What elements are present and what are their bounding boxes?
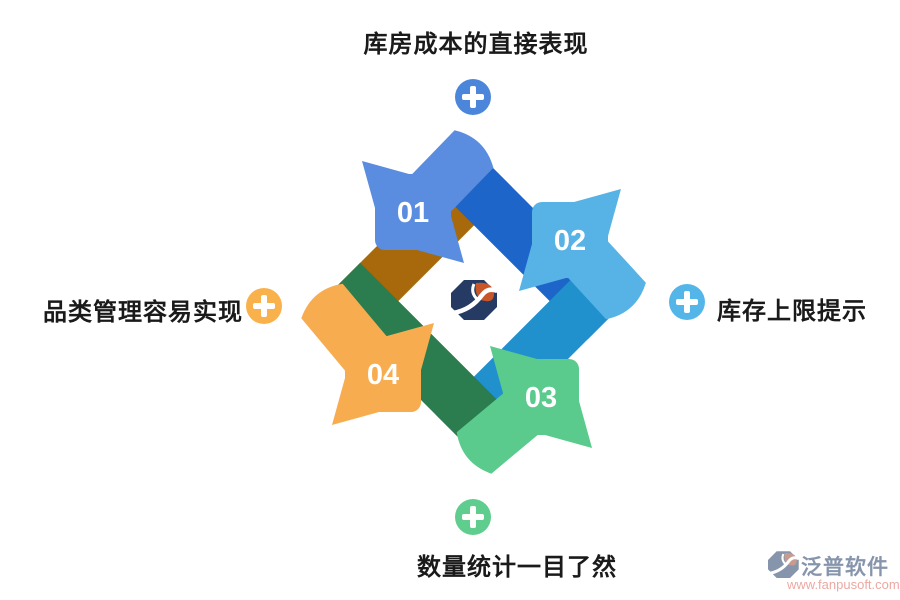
step-panel-04 <box>345 336 421 412</box>
step-panel-02 <box>532 202 608 278</box>
cycle-arrows-diagram: 01 02 03 04 <box>301 130 646 474</box>
arrow-head-03 <box>490 346 592 448</box>
plus-icon-bottom <box>455 499 491 535</box>
step-panel-03 <box>503 359 579 435</box>
feature-label-right: 库存上限提示 <box>717 298 867 325</box>
watermark-swoosh <box>769 556 800 575</box>
feature-label-bottom: 数量统计一目了然 <box>417 554 617 581</box>
plus-icon-top <box>455 79 491 115</box>
step-panel-01 <box>375 174 451 250</box>
arrow-head-01 <box>362 161 464 263</box>
step-number-03: 03 <box>525 382 557 414</box>
center-logo <box>451 280 498 320</box>
logo-swoosh <box>452 287 498 316</box>
plus-icon-left <box>246 288 282 324</box>
plus-icon-right <box>669 284 705 320</box>
arrow-head-02 <box>519 189 621 291</box>
watermark: 泛普软件 www.fanpusoft.com <box>768 550 900 596</box>
watermark-url: www.fanpusoft.com <box>787 577 900 592</box>
step-number-04: 04 <box>367 359 399 391</box>
watermark-logo-icon <box>768 551 800 579</box>
feature-label-top: 库房成本的直接表现 <box>363 31 589 58</box>
watermark-brand: 泛普软件 <box>801 556 889 579</box>
feature-label-left: 品类管理容易实现 <box>43 299 243 326</box>
step-number-01: 01 <box>397 197 429 229</box>
logo-swoosh-small <box>471 283 480 302</box>
watermark-swoosh-small <box>781 553 787 566</box>
step-number-02: 02 <box>554 225 586 257</box>
arrow-head-04 <box>332 323 434 425</box>
